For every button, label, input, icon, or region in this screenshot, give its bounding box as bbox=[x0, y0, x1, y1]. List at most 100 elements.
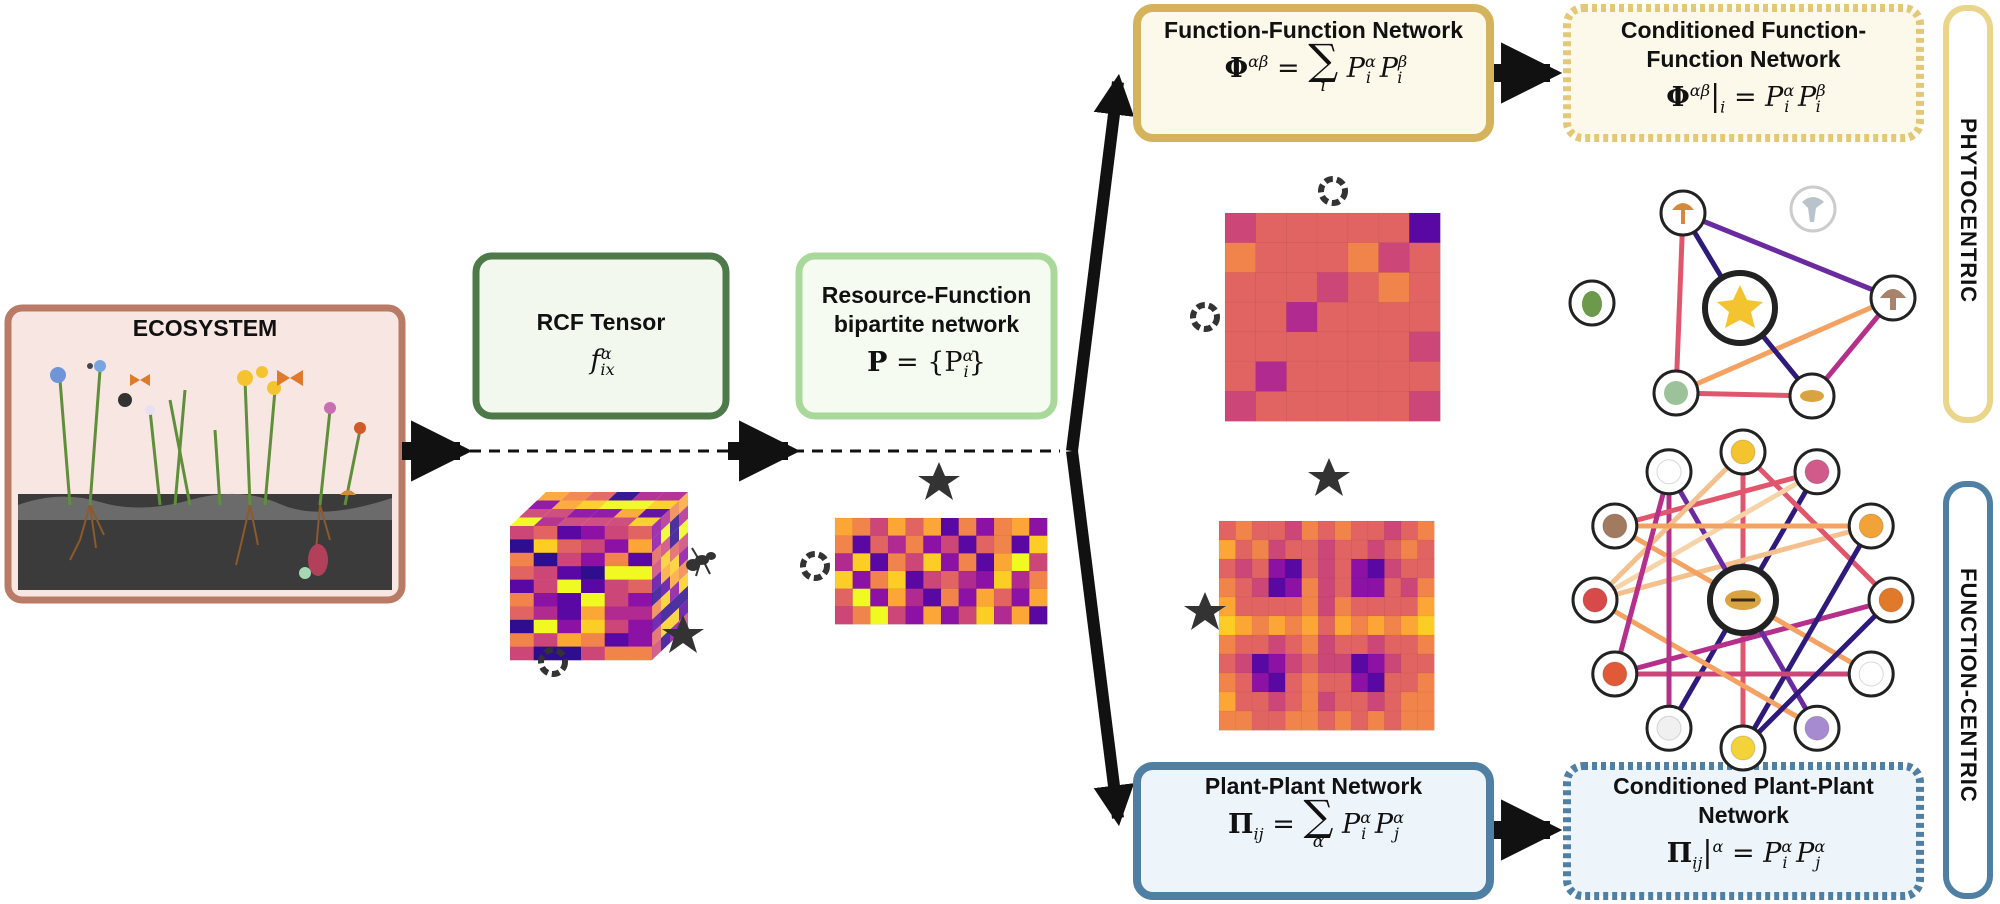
resource-function-matrix bbox=[834, 517, 1048, 625]
matrix-cell bbox=[1251, 577, 1270, 598]
matrix-cell bbox=[1011, 588, 1030, 607]
cube-side-cell bbox=[670, 554, 679, 576]
matrix-cell bbox=[1268, 596, 1286, 617]
cube-front-cell bbox=[510, 606, 534, 621]
matrix-cell bbox=[1378, 331, 1410, 363]
matrix-cell bbox=[1301, 577, 1319, 598]
matrix-cell bbox=[887, 606, 907, 625]
matrix-cell bbox=[1400, 577, 1419, 598]
cube-front-cell bbox=[628, 606, 653, 621]
matrix-cell bbox=[1400, 691, 1419, 712]
cube-front-cell bbox=[581, 593, 605, 607]
cube-front-cell bbox=[604, 646, 629, 661]
matrix-cell bbox=[1235, 520, 1253, 541]
matrix-cell bbox=[1284, 577, 1303, 598]
matrix-cell bbox=[887, 588, 907, 607]
matrix-cell bbox=[1235, 577, 1253, 598]
bee-icon bbox=[118, 393, 132, 407]
cube-side-cell bbox=[670, 567, 679, 590]
leaf-icon bbox=[1308, 458, 1350, 496]
cube-top-cell bbox=[637, 509, 670, 518]
matrix-cell bbox=[834, 588, 854, 607]
matrix-cell bbox=[1301, 520, 1319, 541]
ecosystem-box-label: ECOSYSTEM bbox=[8, 314, 402, 343]
butterfly-icon bbox=[277, 370, 303, 386]
matrix-cell bbox=[1218, 710, 1237, 731]
network-edge bbox=[1614, 597, 1892, 677]
matrix-cell bbox=[1235, 596, 1253, 617]
cube-top-cell bbox=[608, 492, 641, 501]
matrix-cell bbox=[870, 570, 889, 590]
matrix-cell bbox=[1347, 212, 1380, 244]
flower-icon bbox=[1858, 513, 1884, 539]
matrix-cell bbox=[887, 570, 907, 590]
matrix-cell bbox=[1251, 710, 1270, 731]
matrix-cell bbox=[1029, 517, 1048, 537]
cube-side-cell bbox=[670, 580, 679, 603]
cube-side-cell bbox=[661, 549, 670, 572]
matrix-cell bbox=[1218, 577, 1237, 598]
plant-roots bbox=[69, 504, 331, 566]
matrix-cell bbox=[993, 535, 1013, 554]
cube-side-cell bbox=[670, 527, 679, 550]
matrix-cell bbox=[1235, 653, 1253, 674]
matrix-cell bbox=[923, 606, 942, 625]
matrix-cell bbox=[1384, 520, 1402, 541]
blue-flower bbox=[50, 367, 66, 383]
cube-front-cell bbox=[510, 579, 534, 594]
cube-side-cell bbox=[661, 616, 670, 639]
matrix-cell bbox=[1029, 570, 1048, 590]
cube-front-cell bbox=[581, 539, 605, 554]
matrix-cell bbox=[1417, 520, 1435, 541]
cube-side-cell bbox=[670, 540, 679, 563]
matrix-cell bbox=[1378, 361, 1410, 392]
conditioned-plant-label: Conditioned Plant-Plant Network Πij|α = … bbox=[1567, 772, 1920, 880]
matrix-cell bbox=[852, 517, 871, 537]
cube-top-cell bbox=[533, 517, 567, 526]
matrix-cell bbox=[1286, 301, 1318, 333]
cube-front-cell bbox=[557, 646, 582, 661]
matrix-cell bbox=[1351, 615, 1369, 636]
matrix-cell bbox=[993, 570, 1013, 590]
cube-front-cell bbox=[581, 526, 605, 540]
cube-front-cell bbox=[510, 593, 534, 607]
matrix-cell bbox=[1417, 539, 1435, 560]
matrix-cell bbox=[1334, 577, 1352, 598]
cube-side-cell bbox=[652, 597, 661, 620]
matrix-cell bbox=[905, 517, 924, 537]
matrix-cell bbox=[1224, 361, 1257, 392]
cube-front-cell bbox=[628, 566, 653, 580]
rcf-tensor-formula: fixα bbox=[590, 344, 615, 380]
matrix-cell bbox=[834, 535, 854, 554]
phytocentric-network bbox=[1568, 185, 1917, 420]
leaf-cluster-icon bbox=[1664, 381, 1688, 405]
matrix-cell bbox=[1317, 615, 1336, 636]
matrix-cell bbox=[923, 570, 942, 590]
matrix-cell bbox=[1284, 615, 1303, 636]
matrix-cell bbox=[870, 553, 889, 572]
cube-top-cell bbox=[560, 492, 594, 501]
matrix-cell bbox=[1417, 634, 1435, 655]
matrix-cell bbox=[887, 535, 907, 554]
cube-front-cell bbox=[510, 539, 534, 554]
matrix-cell bbox=[1286, 361, 1318, 392]
cube-front-cell bbox=[581, 566, 605, 580]
network-edge bbox=[1612, 471, 1672, 675]
cube-front-cell bbox=[557, 526, 582, 540]
matrix-cell bbox=[852, 606, 871, 625]
cube-front-cell bbox=[581, 552, 605, 567]
ant-icon bbox=[686, 547, 716, 577]
matrix-cell bbox=[1400, 558, 1419, 579]
cube-front-cell bbox=[557, 633, 582, 647]
matrix-cell bbox=[1284, 520, 1303, 541]
matrix-cell bbox=[1251, 539, 1270, 560]
cube-front-cell bbox=[628, 552, 653, 567]
flower-icon bbox=[1717, 285, 1763, 328]
matrix-cell bbox=[1284, 558, 1303, 579]
cube-side-cell bbox=[679, 545, 688, 568]
cube-top-cell bbox=[655, 492, 688, 501]
matrix-cell bbox=[1011, 553, 1030, 572]
cube-side-cell bbox=[652, 544, 661, 567]
matrix-cell bbox=[870, 517, 889, 537]
